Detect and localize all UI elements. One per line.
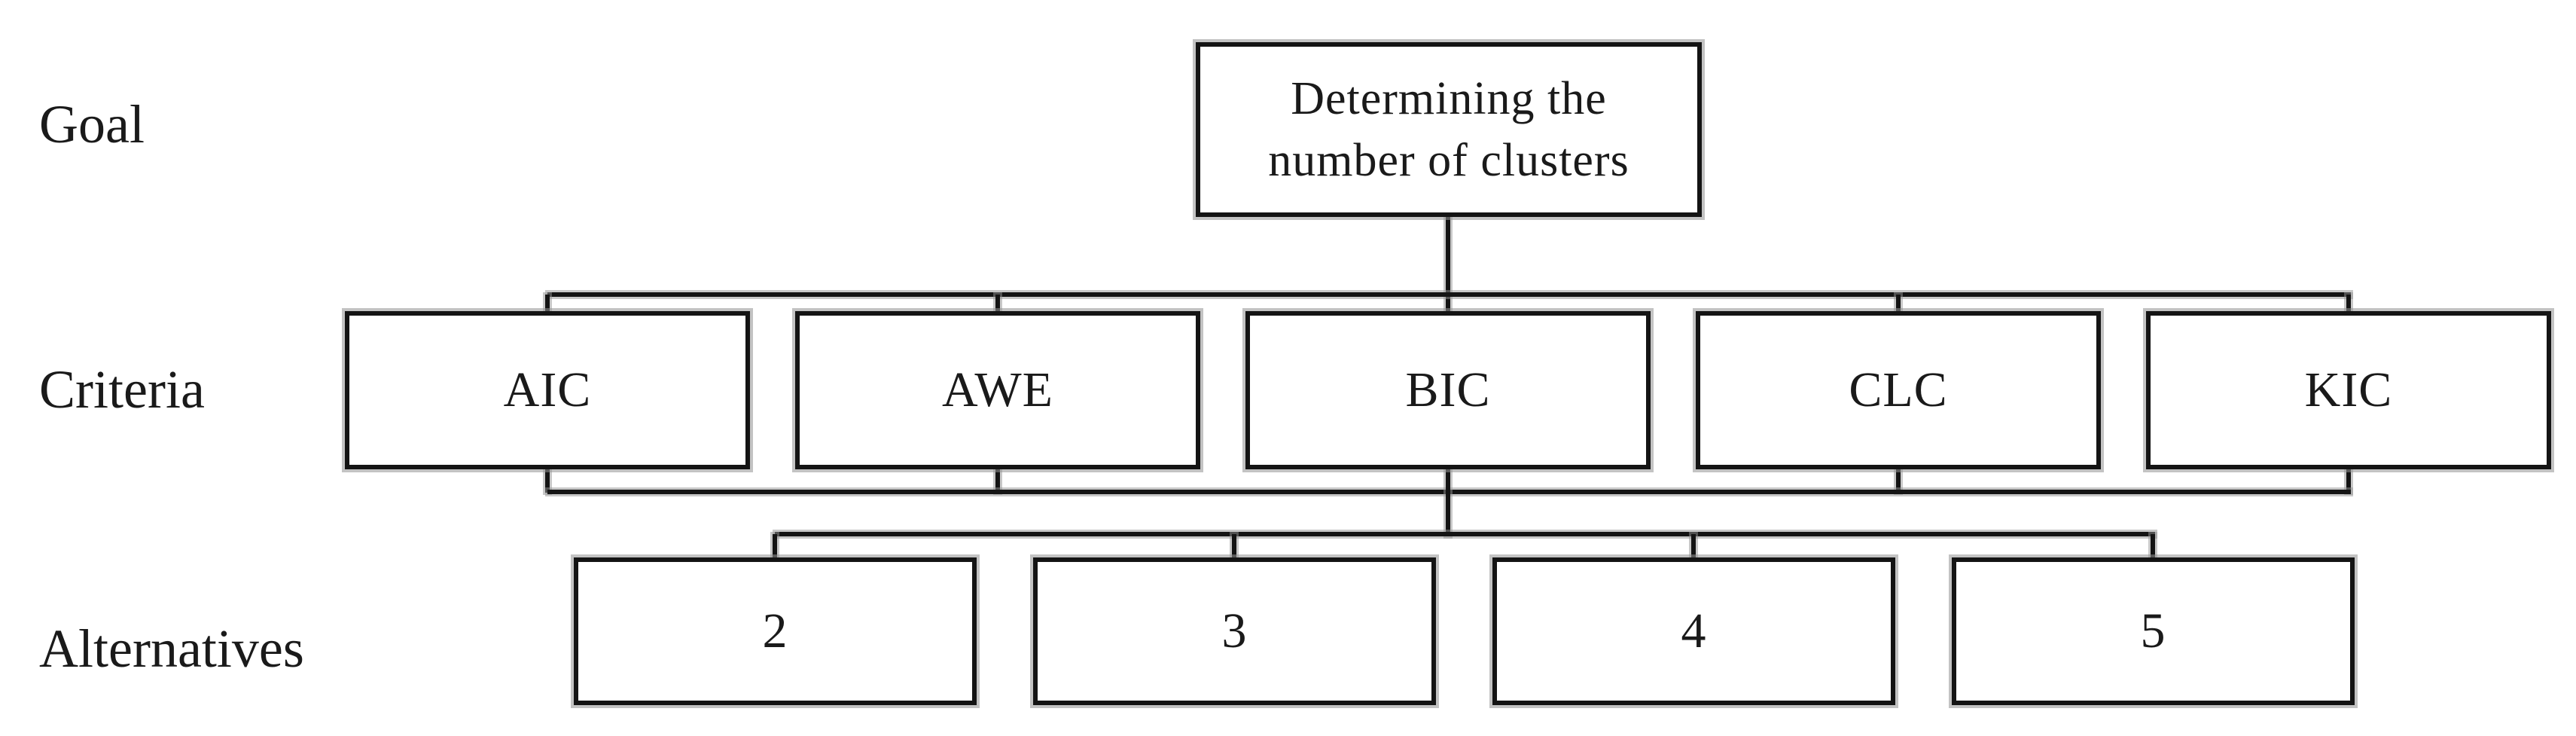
stub-criteria-bottom-clc: [1896, 466, 1901, 493]
criteria-node-kic-label: KIC: [2304, 362, 2393, 417]
alternative-node-5: 5: [1952, 557, 2355, 705]
criteria-node-bic-label: BIC: [1405, 362, 1491, 417]
criteria-node-clc: CLC: [1696, 311, 2101, 469]
criteria-node-awe: AWE: [795, 311, 1200, 469]
criteria-node-bic: BIC: [1245, 311, 1651, 469]
criteria-node-aic: AIC: [345, 311, 750, 469]
alternative-node-2: 2: [574, 557, 977, 705]
criteria-node-aic-label: AIC: [503, 362, 592, 417]
connector-criteria-top-horizontal: [547, 292, 2351, 297]
goal-node-line1: Determining the: [1291, 73, 1607, 124]
stub-criteria-top-aic: [545, 295, 550, 314]
stub-criteria-bottom-awe: [995, 466, 1000, 493]
alternative-node-3-label: 3: [1221, 603, 1248, 658]
connector-criteria-to-alternatives-vertical: [1446, 466, 1450, 536]
alternatives-row-label: Alternatives: [39, 618, 304, 679]
stub-criteria-bottom-kic: [2346, 466, 2351, 493]
criteria-node-kic: KIC: [2146, 311, 2551, 469]
goal-node-text: Determining the number of clusters: [1268, 68, 1629, 191]
alternative-node-3: 3: [1033, 557, 1436, 705]
stub-alternative-4: [1691, 534, 1696, 560]
stub-alternative-3: [1232, 534, 1236, 560]
stub-alternative-2: [773, 534, 777, 560]
stub-criteria-bottom-aic: [545, 466, 550, 493]
criteria-row-label: Criteria: [39, 359, 205, 420]
stub-criteria-top-clc: [1896, 295, 1901, 314]
stub-criteria-top-awe: [995, 295, 1000, 314]
goal-row-label: Goal: [39, 94, 145, 154]
alternative-node-5-label: 5: [2140, 603, 2166, 658]
stub-alternative-5: [2151, 534, 2155, 560]
connector-alternatives-top-horizontal: [775, 532, 2155, 536]
goal-node: Determining the number of clusters: [1196, 42, 1702, 217]
connector-goal-to-criteria-vertical: [1446, 212, 1450, 313]
stub-criteria-top-kic: [2346, 295, 2351, 314]
alternative-node-4-label: 4: [1681, 603, 1707, 658]
criteria-node-clc-label: CLC: [1849, 362, 1948, 417]
alternative-node-2-label: 2: [762, 603, 788, 658]
alternative-node-4: 4: [1492, 557, 1895, 705]
criteria-node-awe-label: AWE: [942, 362, 1053, 417]
goal-node-line2: number of clusters: [1268, 135, 1629, 186]
